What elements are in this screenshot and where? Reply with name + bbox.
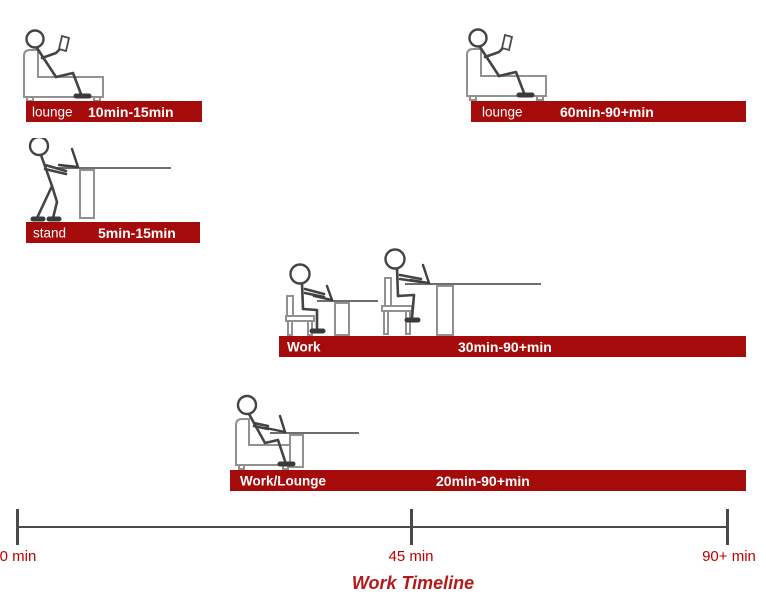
high-chair-desk-figure-icon [365, 242, 545, 337]
lounge-armchair-figure-icon [18, 24, 118, 102]
standing-desk-figure-icon [25, 138, 175, 223]
axis-label-90min: 90+ min [702, 548, 756, 565]
axis-tick-0min [16, 509, 19, 545]
timeline-axis [17, 526, 728, 528]
bar-label: lounge [482, 104, 523, 119]
bar-range: 5min-15min [98, 224, 176, 241]
bar-label: lounge [32, 104, 73, 119]
bar-range: 10min-15min [88, 103, 174, 120]
bar-label: stand [33, 225, 67, 240]
diagram-title: Work Timeline [351, 573, 475, 593]
axis-label-45min: 45 min [388, 548, 434, 565]
axis-tick-45min [410, 509, 413, 545]
lounge-armchair-figure-icon [461, 23, 561, 101]
bar-range: 30min-90+min [458, 338, 552, 355]
bar-range: 60min-90+min [560, 103, 654, 120]
bar-range: 20min-90+min [436, 472, 530, 489]
axis-tick-90min [726, 509, 729, 545]
stand-range-bar: stand 5min-15min [26, 222, 200, 243]
armchair-desk-figure-icon [228, 393, 363, 471]
lounge-long-range-bar: lounge 60min-90+min [471, 101, 746, 122]
lounge-short-range-bar: lounge 10min-15min [26, 101, 202, 122]
axis-label-0min: 0 min [0, 548, 37, 565]
bar-label: Work/Lounge [240, 473, 326, 488]
work-range-bar: Work 30min-90+min [279, 336, 746, 357]
bar-label: Work [287, 339, 321, 354]
work-lounge-range-bar: Work/Lounge 20min-90+min [230, 470, 746, 491]
